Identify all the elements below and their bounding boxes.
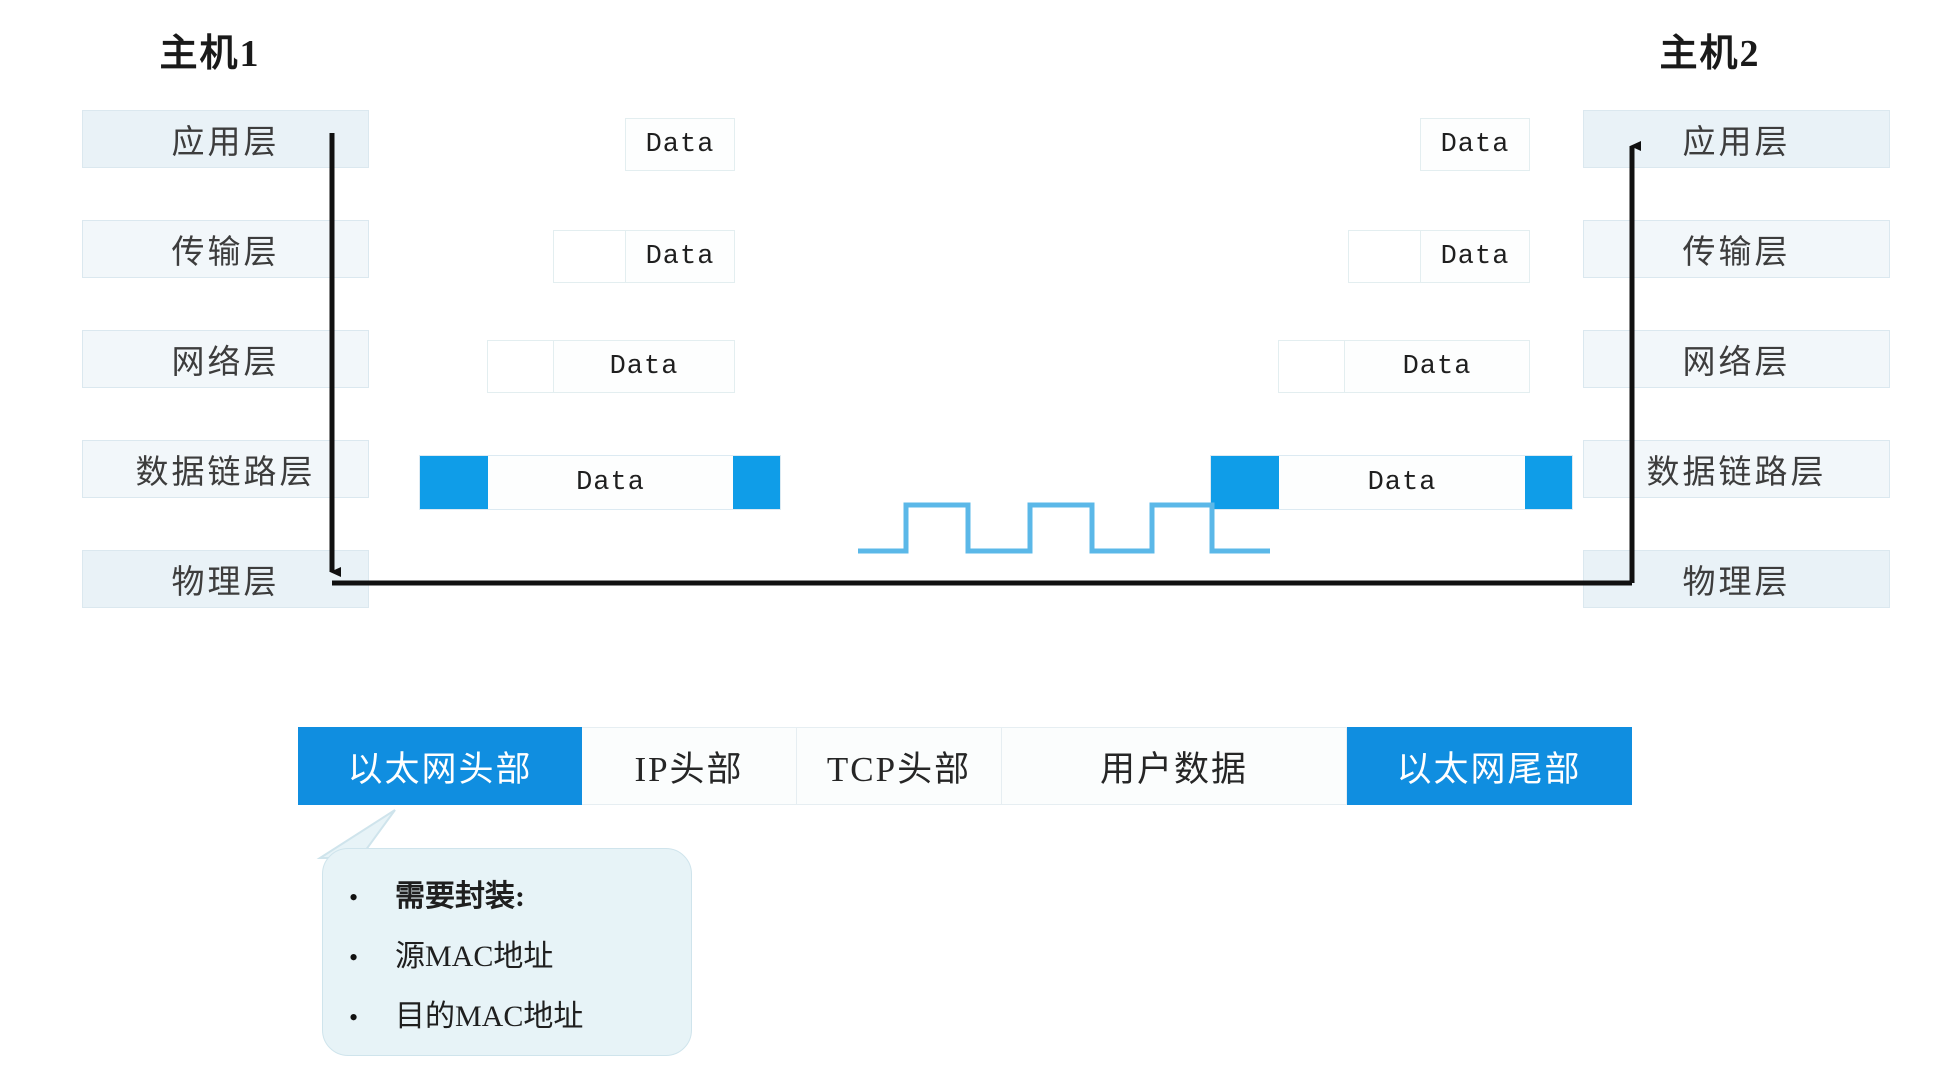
left-layer-application-label: 应用层 xyxy=(171,125,280,161)
right-packet-application: Data xyxy=(1420,118,1530,171)
packet-header-cell xyxy=(1349,231,1421,282)
packet-data-cell: Data xyxy=(1279,456,1525,509)
bullet-icon: • xyxy=(349,943,359,972)
packet-data-cell: Data xyxy=(488,456,733,509)
left-layer-datalink-label: 数据链路层 xyxy=(135,455,316,491)
callout-line-text: 源MAC地址 xyxy=(395,940,554,973)
packet-header-cell xyxy=(488,341,554,392)
right-layer-transport-label: 传输层 xyxy=(1682,235,1791,271)
callout-line-text: 需要封装: xyxy=(395,880,525,913)
encap-segment-ip-header[interactable]: IP头部 xyxy=(582,727,797,805)
ethernet-trailer-block xyxy=(733,456,780,509)
packet-data-cell: Data xyxy=(554,341,734,392)
left-packet-network: Data xyxy=(487,340,735,393)
packet-data-cell: Data xyxy=(626,231,734,282)
packet-data-cell: Data xyxy=(1345,341,1529,392)
callout-line: • 源MAC地址 xyxy=(349,931,667,975)
right-layer-physical-label: 物理层 xyxy=(1682,565,1791,601)
left-layer-network-label: 网络层 xyxy=(171,345,280,381)
packet-header-cell xyxy=(554,231,626,282)
left-layer-transport-label: 传输层 xyxy=(171,235,280,271)
ethernet-header-block xyxy=(1211,456,1279,509)
ethernet-trailer-block xyxy=(1525,456,1572,509)
right-packet-transport: Data xyxy=(1348,230,1530,283)
host-1-title: 主机1 xyxy=(159,33,261,75)
left-layer-datalink[interactable]: 数据链路层 xyxy=(82,440,369,498)
left-frame-datalink: Data xyxy=(419,455,781,510)
encap-segment-tcp-header[interactable]: TCP头部 xyxy=(797,727,1002,805)
right-frame-datalink: Data xyxy=(1210,455,1573,510)
left-layer-physical-label: 物理层 xyxy=(171,565,280,601)
left-packet-transport: Data xyxy=(553,230,735,283)
left-layer-network[interactable]: 网络层 xyxy=(82,330,369,388)
host-2-title: 主机2 xyxy=(1659,33,1761,75)
callout-line-text: 目的MAC地址 xyxy=(395,1000,584,1033)
right-layer-application-label: 应用层 xyxy=(1682,125,1791,161)
callout-line: • 需要封装: xyxy=(349,871,667,915)
left-layer-transport[interactable]: 传输层 xyxy=(82,220,369,278)
callout-box: • 需要封装: • 源MAC地址 • 目的MAC地址 xyxy=(322,848,692,1056)
square-wave-path xyxy=(858,502,1270,554)
right-layer-network-label: 网络层 xyxy=(1682,345,1791,381)
encap-segment-user-data[interactable]: 用户数据 xyxy=(1002,727,1347,805)
left-layer-application[interactable]: 应用层 xyxy=(82,110,369,168)
encapsulation-bar: 以太网头部 IP头部 TCP头部 用户数据 以太网尾部 xyxy=(298,727,1632,805)
bullet-icon: • xyxy=(349,1003,359,1032)
right-packet-network: Data xyxy=(1278,340,1530,393)
packet-data-cell: Data xyxy=(1421,231,1529,282)
left-layer-physical[interactable]: 物理层 xyxy=(82,550,369,608)
packet-data-cell: Data xyxy=(626,119,734,170)
callout-line: • 目的MAC地址 xyxy=(349,991,667,1035)
packet-data-cell: Data xyxy=(1421,119,1529,170)
left-packet-application: Data xyxy=(625,118,735,171)
encap-segment-ethernet-trailer[interactable]: 以太网尾部 xyxy=(1347,727,1632,805)
encap-segment-ethernet-header[interactable]: 以太网头部 xyxy=(298,727,582,805)
packet-header-cell xyxy=(1279,341,1345,392)
ethernet-header-block xyxy=(420,456,488,509)
bullet-icon: • xyxy=(349,883,359,912)
right-layer-datalink-label: 数据链路层 xyxy=(1646,455,1827,491)
